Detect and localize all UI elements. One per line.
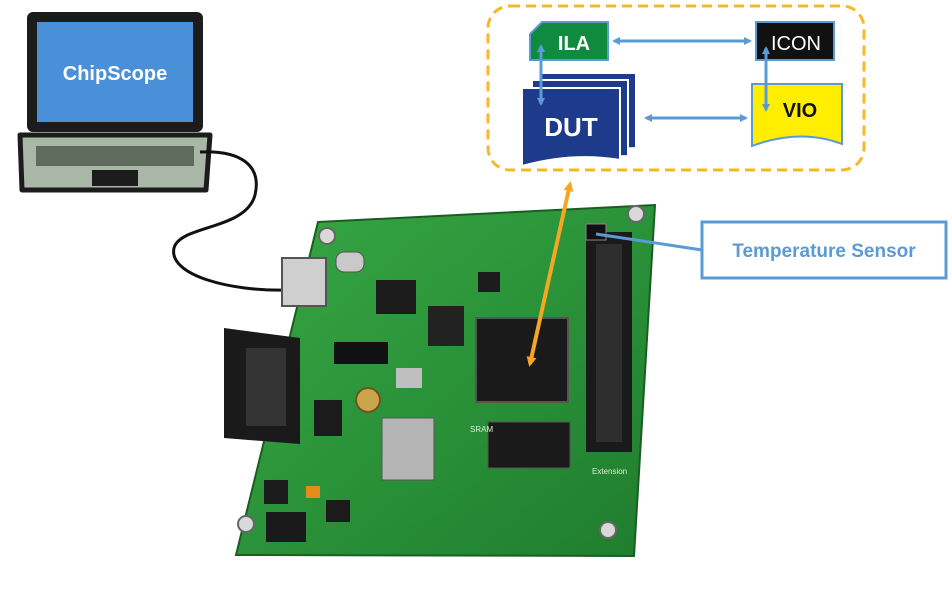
ila-block: ILA	[529, 21, 609, 61]
sram-silkscreen: SRAM	[470, 425, 493, 434]
crystal	[335, 251, 365, 273]
extension-connector-pins	[596, 244, 622, 442]
fpga-chip	[475, 317, 569, 403]
pin-header	[334, 342, 388, 364]
reg2-ic	[326, 500, 350, 522]
osc-ic	[396, 368, 422, 388]
fpga-internals-frame	[486, 4, 866, 172]
ila-label: ILA	[558, 33, 590, 55]
serial-connector-face	[246, 348, 286, 426]
vio-label: VIO	[783, 100, 817, 122]
dip-switch	[428, 306, 464, 346]
reg-ic	[478, 272, 500, 292]
mount-hole-br	[599, 521, 617, 539]
laptop-keyboard	[36, 146, 194, 166]
power-jack	[266, 512, 306, 542]
icon-shape	[755, 21, 835, 61]
laptop-touchpad	[92, 170, 138, 186]
temperature-sensor-label: Temperature Sensor	[732, 241, 916, 262]
extension-silkscreen: Extension	[592, 467, 627, 476]
temperature-sensor-callout	[700, 220, 948, 280]
usb-ic	[376, 280, 416, 314]
laptop-screen	[37, 22, 193, 122]
mount-hole-tr	[627, 205, 645, 223]
laptop-screen-label: ChipScope	[63, 63, 167, 85]
seven-segment-display	[381, 417, 435, 481]
power-ic	[264, 480, 288, 504]
mount-hole-tl	[318, 227, 336, 245]
cap-orange	[306, 486, 320, 498]
ila-shape	[529, 21, 609, 61]
icon-label: ICON	[771, 33, 821, 55]
icon-block: ICON	[755, 21, 835, 61]
dut-page-front	[521, 87, 621, 168]
arrow-board-fpga	[526, 181, 574, 367]
usb-connector	[281, 257, 327, 307]
laptop: ChipScope	[17, 12, 213, 193]
dut-label: DUT	[544, 112, 598, 142]
mount-hole-bl	[237, 515, 255, 533]
fpga-board: SRAM Extension	[224, 203, 657, 558]
usb-cable	[172, 150, 291, 292]
dut-block: DUT	[521, 72, 637, 168]
vio-shape	[751, 83, 843, 148]
driver-ic	[314, 400, 342, 436]
sram-chip	[487, 421, 571, 469]
callout-line	[595, 232, 703, 252]
sma-connector	[355, 387, 381, 413]
temperature-sensor-chip	[585, 223, 607, 241]
vio-block: VIO	[751, 83, 843, 148]
